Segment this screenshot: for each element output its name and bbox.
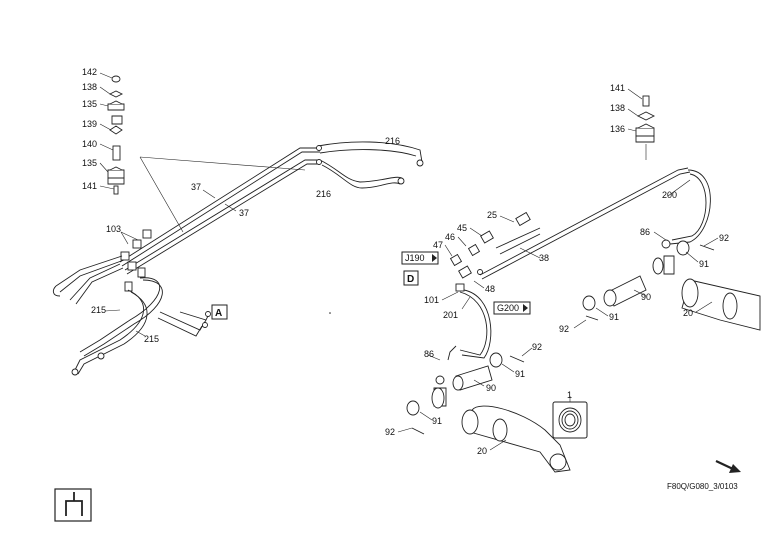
label-215-a: 215: [91, 305, 106, 315]
label-138-r: 138: [610, 103, 625, 113]
label-216-b: 216: [316, 189, 331, 199]
label-91-l2: 91: [432, 416, 442, 426]
label-86-r: 86: [640, 227, 650, 237]
left-pipe-assembly: [52, 141, 424, 376]
label-91-r: 91: [699, 259, 709, 269]
label-90-r: 90: [641, 292, 651, 302]
label-91-r2: 91: [609, 312, 619, 322]
left-leaders: [99, 72, 306, 337]
label-215-b: 215: [144, 334, 159, 344]
label-37-b: 37: [239, 208, 249, 218]
ref-label-g200: G200: [497, 303, 519, 313]
label-92-l: 92: [532, 342, 542, 352]
ref-box-a[interactable]: [211, 304, 228, 320]
right-pipe-assembly: [427, 167, 711, 361]
ref-box-g200[interactable]: [493, 301, 531, 315]
label-20-r: 20: [683, 308, 693, 318]
label-38: 38: [539, 253, 549, 263]
label-103: 103: [106, 224, 121, 234]
label-48: 48: [485, 284, 495, 294]
label-201: 201: [443, 310, 458, 320]
label-45: 45: [457, 223, 467, 233]
fitting-cluster: [441, 211, 541, 301]
right-cylinder: [573, 231, 761, 331]
direction-arrow-icon: [715, 460, 741, 473]
label-86-l: 86: [424, 349, 434, 359]
label-135: 135: [82, 99, 97, 109]
ref-label-a: A: [215, 308, 222, 319]
seal-kit-box: [552, 396, 588, 439]
label-101: 101: [424, 295, 439, 305]
label-47: 47: [433, 240, 443, 250]
label-136: 136: [610, 124, 625, 134]
ref-box-j190[interactable]: [401, 251, 439, 265]
label-138: 138: [82, 82, 97, 92]
label-92-r: 92: [719, 233, 729, 243]
label-140: 140: [82, 139, 97, 149]
label-1: 1: [567, 390, 572, 400]
ref-box-d[interactable]: [403, 270, 419, 286]
label-200: 200: [662, 190, 677, 200]
ref-label-d: D: [407, 274, 414, 285]
label-92-l2: 92: [385, 427, 395, 437]
label-37-a: 37: [191, 182, 201, 192]
label-46: 46: [445, 232, 455, 242]
label-216-a: 216: [385, 136, 400, 146]
label-142: 142: [82, 67, 97, 77]
drawing-code: F80Q/G080_3/0103: [667, 482, 738, 491]
label-135-b: 135: [82, 158, 97, 168]
lower-cylinder: [397, 347, 571, 473]
label-139: 139: [82, 119, 97, 129]
hydraulic-cylinder-icon: [54, 488, 92, 522]
ref-label-j190: J190: [405, 253, 425, 263]
label-141: 141: [82, 181, 97, 191]
label-20-l: 20: [477, 446, 487, 456]
left-mount-stack: [107, 75, 125, 195]
label-91-l: 91: [515, 369, 525, 379]
right-mount-stack: [627, 88, 656, 160]
label-141-r: 141: [610, 83, 625, 93]
label-25: 25: [487, 210, 497, 220]
label-92-r2: 92: [559, 324, 569, 334]
label-90-l: 90: [486, 383, 496, 393]
